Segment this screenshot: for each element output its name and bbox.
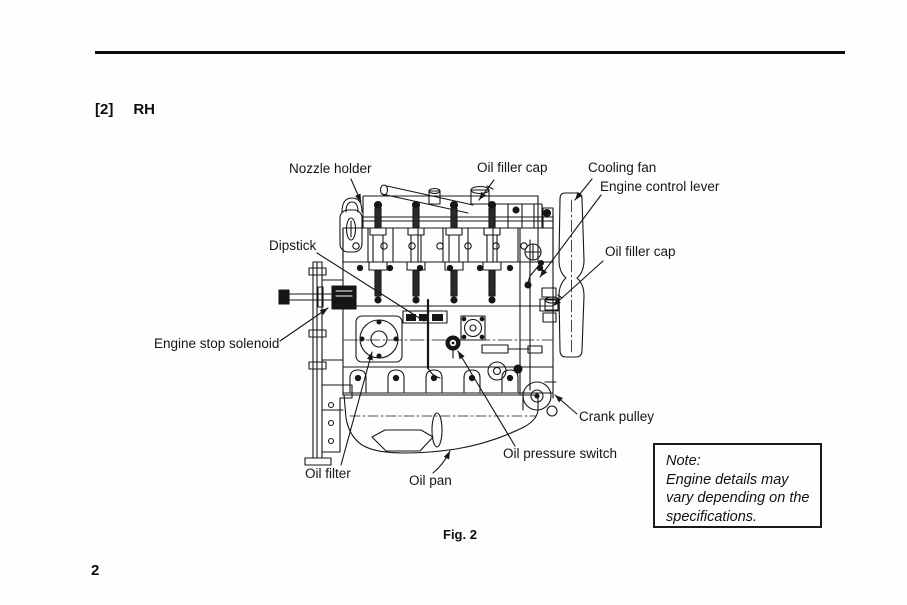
oil-filler-cap-top-part <box>471 186 493 204</box>
note-line-2: vary depending on the <box>666 490 810 506</box>
figure-caption: Fig. 2 <box>443 527 477 542</box>
label-oil-pan: Oil pan <box>409 473 452 488</box>
note-line-1: Engine details may <box>666 471 789 488</box>
label-crank-pulley: Crank pulley <box>579 409 655 424</box>
oil-pan-part <box>344 395 538 453</box>
cylinder-head <box>343 228 553 262</box>
valve-cover <box>342 185 553 228</box>
label-nozzle-holder: Nozzle holder <box>289 161 372 176</box>
note-title: Note: <box>666 453 701 469</box>
note-box: Note: Engine details may vary depending … <box>653 443 822 528</box>
label-oil-filler-cap-top: Oil filler cap <box>477 160 548 175</box>
label-dipstick: Dipstick <box>269 238 317 253</box>
dipstick-part <box>428 300 440 378</box>
top-rule <box>95 51 845 54</box>
label-oil-filler-cap-right: Oil filler cap <box>605 244 676 259</box>
lifting-bracket <box>340 210 362 252</box>
heading-index: [2] <box>95 101 114 118</box>
cooling-fan-blade <box>559 193 584 357</box>
note-line-3: specifications. <box>666 508 758 525</box>
heading-title: RH <box>133 101 156 118</box>
front-plate-and-solenoid <box>279 262 356 465</box>
crank-pulley-part <box>523 382 557 416</box>
label-oil-pressure-switch: Oil pressure switch <box>503 446 618 461</box>
nozzle-holders <box>369 202 501 304</box>
section-heading: [2] RH <box>95 101 155 118</box>
label-oil-filter: Oil filter <box>305 466 351 481</box>
label-cooling-fan: Cooling fan <box>588 160 657 175</box>
label-engine-stop-solenoid: Engine stop solenoid <box>154 336 280 351</box>
engine-stop-solenoid-part <box>279 286 356 309</box>
engine-block <box>343 215 553 398</box>
leader-lines <box>280 179 603 473</box>
label-engine-control-lever: Engine control lever <box>600 179 720 194</box>
engine-control-lever-part <box>525 261 544 289</box>
oil-pressure-switch-part <box>446 336 460 358</box>
page-number: 2 <box>91 562 100 579</box>
